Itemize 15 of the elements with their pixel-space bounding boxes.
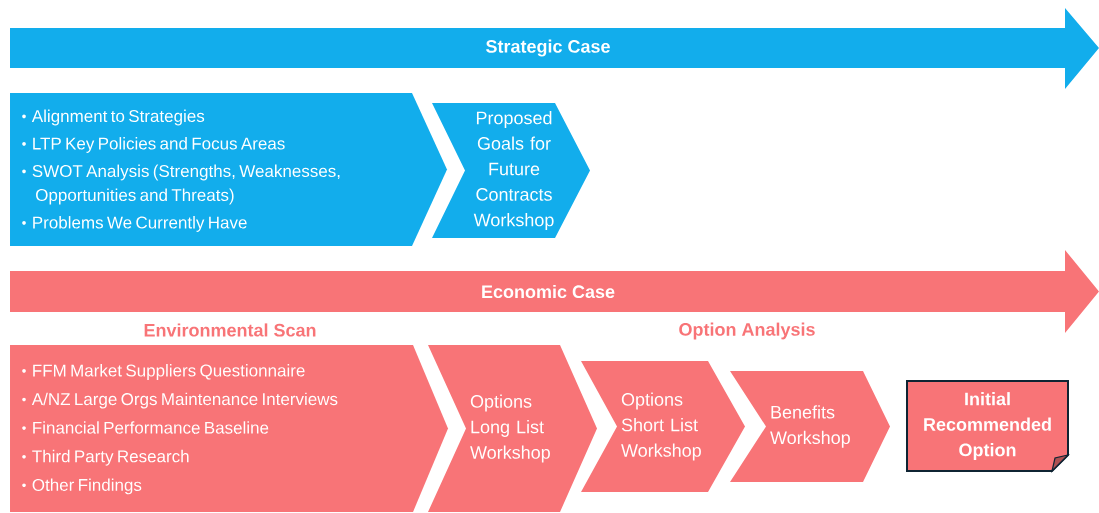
list-item: LTP Key Policies and Focus Areas bbox=[33, 137, 285, 153]
list-item: Problems We Currently Have bbox=[33, 216, 247, 232]
list-item: Financial Performance Baseline bbox=[33, 421, 269, 434]
list-item: Other Findings bbox=[32, 478, 142, 495]
chevron-box: Benefits Workshop bbox=[730, 371, 890, 482]
chevron-box: Options Short List Workshop bbox=[581, 361, 745, 492]
list-item: Third Party Research bbox=[32, 449, 189, 466]
chevron-box: Options Long List Workshop bbox=[428, 345, 597, 512]
list-item: FFM Market Suppliers Questionnaire bbox=[33, 364, 305, 380]
node-label: Options Long List Workshop bbox=[470, 394, 550, 463]
list-item: A/NZ Large Orgs Maintenance Interviews bbox=[31, 392, 338, 409]
pentagon-box bbox=[10, 93, 447, 246]
list-item: Alignment to Strategies bbox=[31, 109, 205, 126]
chevron-box: Proposed Goals for Future Contracts Workshop bbox=[432, 103, 590, 238]
list-item: SWOT Analysis (Strengths, Weaknesses, Opportunities and Threats) bbox=[32, 164, 340, 205]
